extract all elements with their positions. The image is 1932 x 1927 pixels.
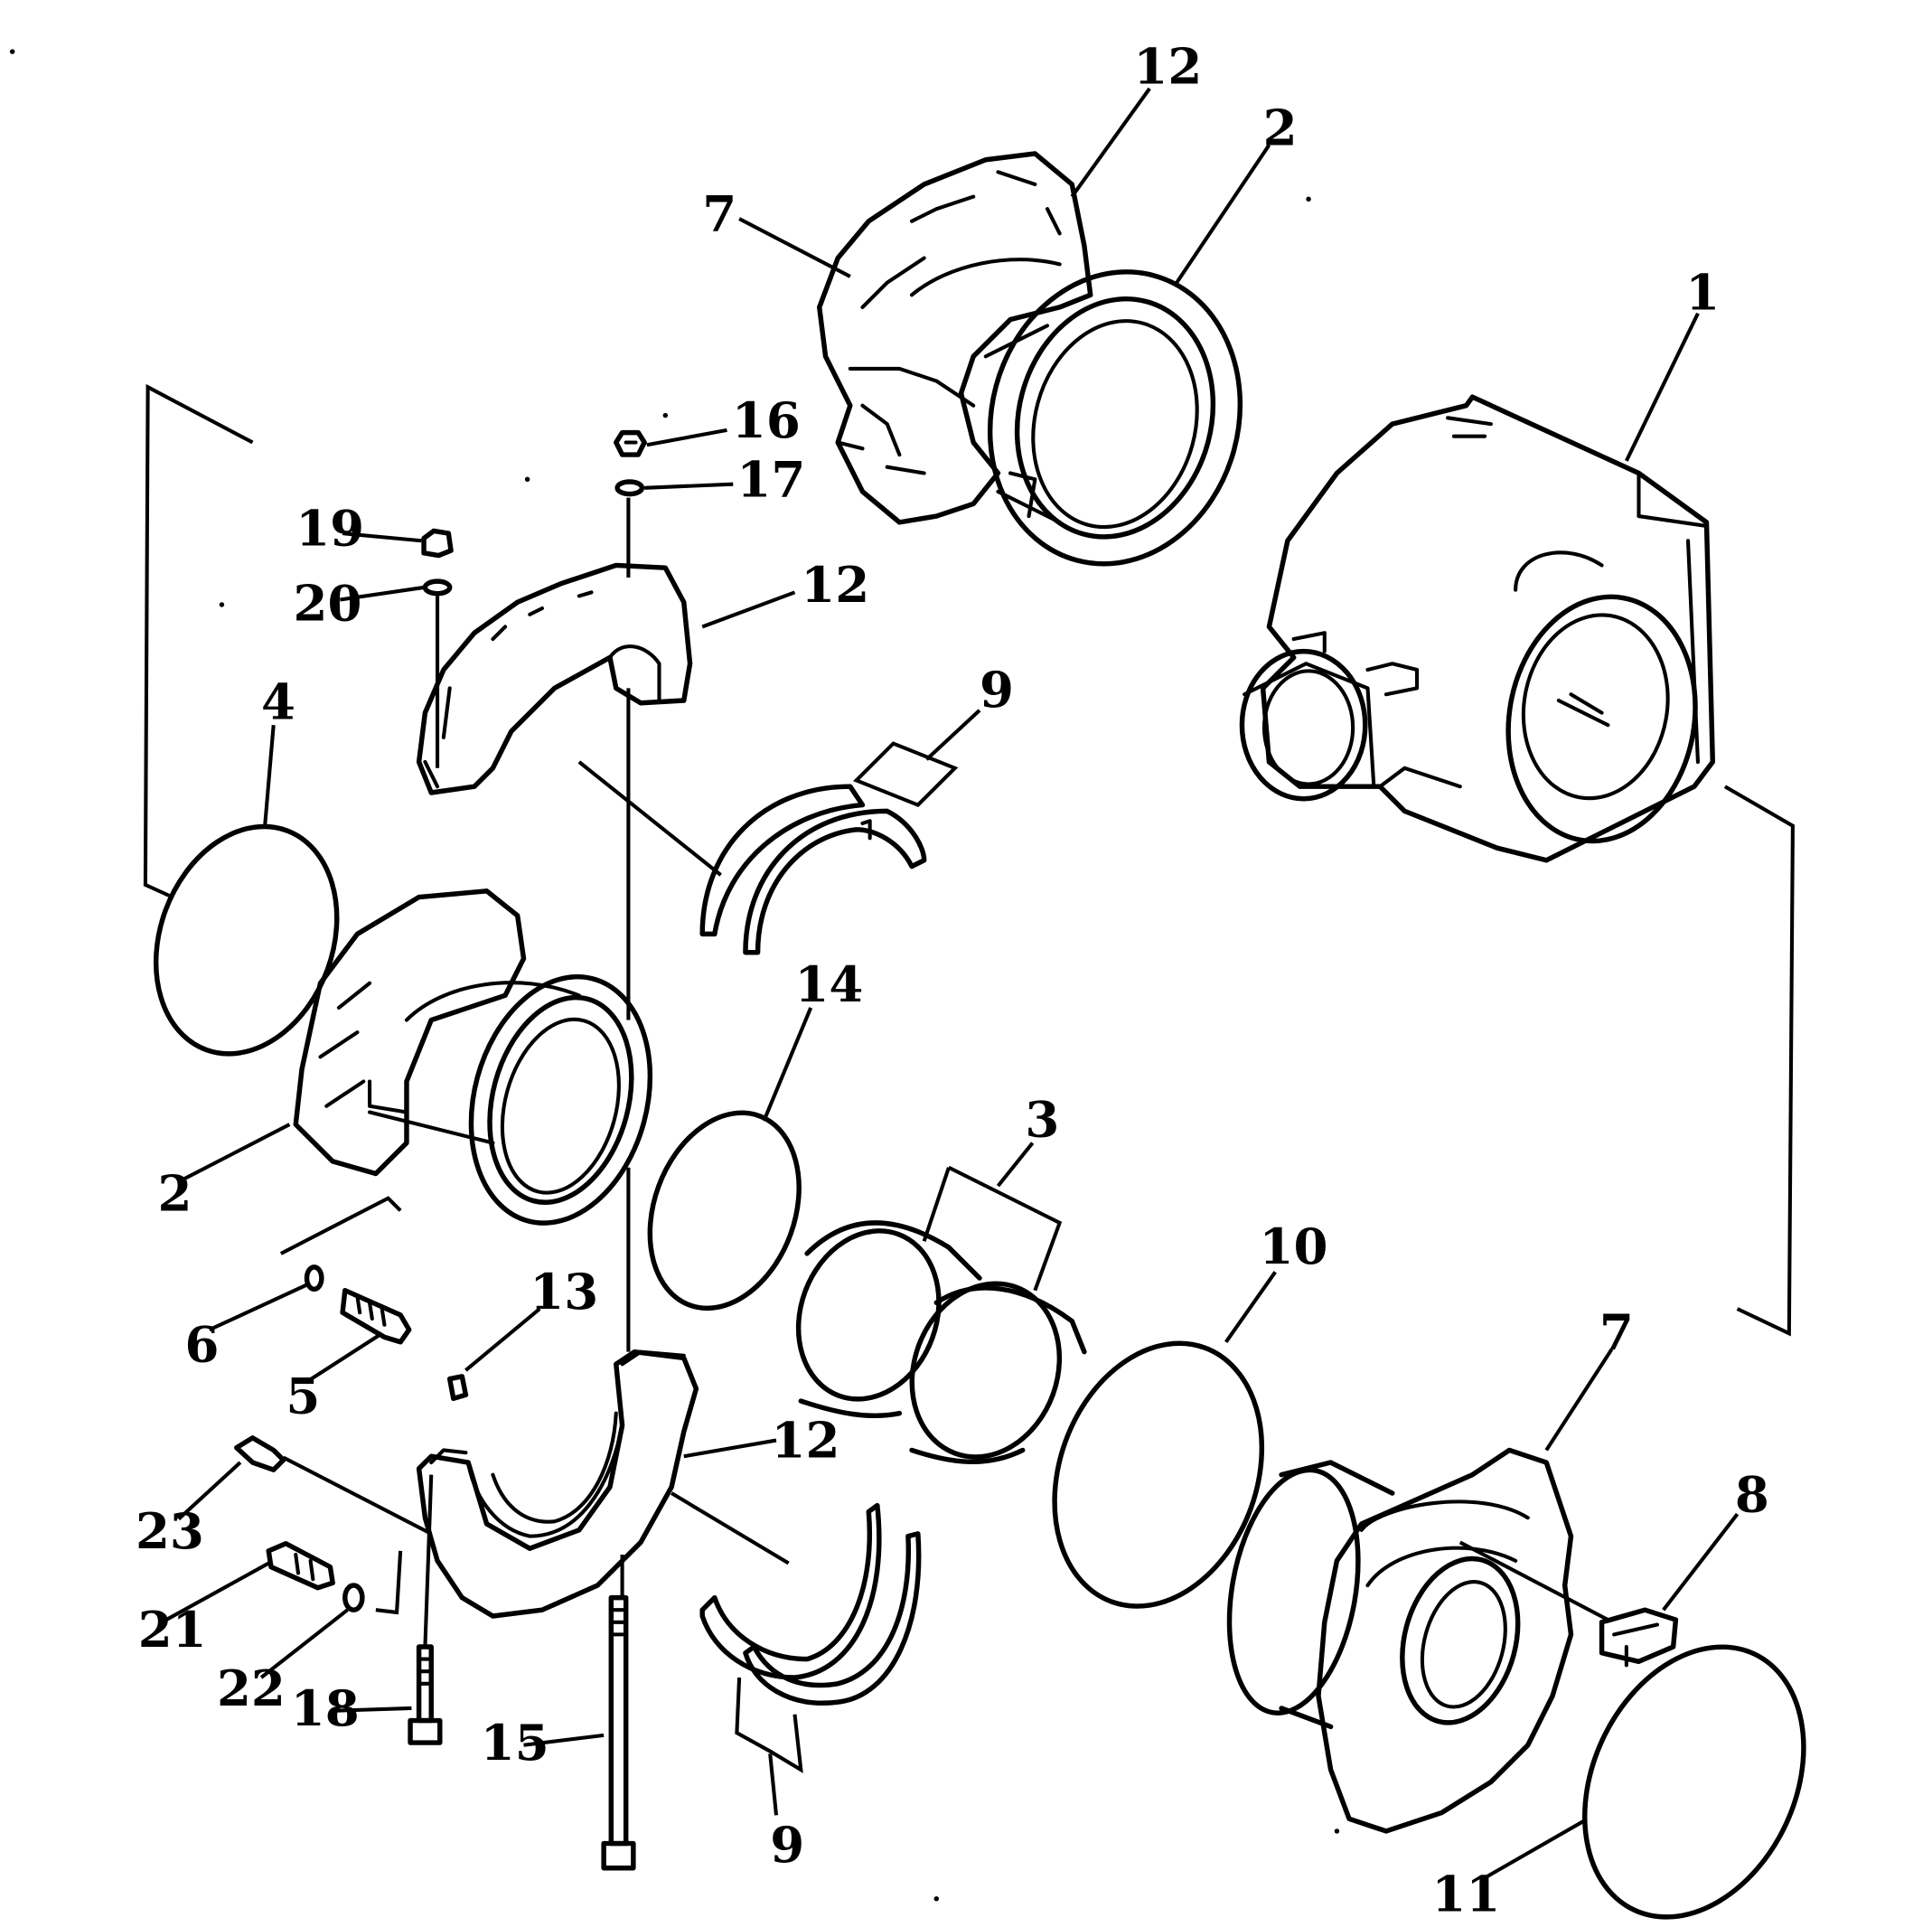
callout-23: 23 bbox=[136, 1502, 204, 1560]
callout-2-top: 2 bbox=[1263, 99, 1298, 157]
callout-2-left: 2 bbox=[158, 1164, 192, 1222]
part-5-bolt bbox=[340, 1287, 412, 1345]
part-19-nut bbox=[421, 528, 454, 559]
callout-21: 21 bbox=[138, 1601, 207, 1659]
callout-15: 15 bbox=[481, 1714, 549, 1772]
part-7-top-cage bbox=[817, 151, 1093, 525]
part-13-pin bbox=[446, 1374, 469, 1402]
part-11-o-ring bbox=[1582, 1644, 1806, 1920]
callout-17: 17 bbox=[736, 450, 805, 508]
part-2-left-carrier bbox=[293, 888, 653, 1226]
part-22-washer bbox=[342, 1583, 365, 1612]
callout-labels: 12 2 7 1 16 17 19 20 12 9 4 14 3 2 10 6 … bbox=[136, 38, 1769, 1923]
part-17-washer bbox=[614, 479, 645, 497]
callout-8: 8 bbox=[1735, 1465, 1769, 1523]
callout-12-bottom: 12 bbox=[772, 1412, 840, 1470]
grouping-lines bbox=[143, 383, 1795, 1622]
part-23-bolt bbox=[234, 1435, 286, 1472]
part-16-nut bbox=[614, 429, 647, 457]
part-6-washer bbox=[304, 1264, 324, 1292]
callout-16: 16 bbox=[732, 391, 801, 449]
part-1-housing bbox=[1239, 394, 1716, 863]
scan-specks bbox=[9, 49, 1340, 1902]
part-4-o-ring bbox=[153, 823, 340, 1057]
part-9-upper-shims bbox=[699, 784, 927, 955]
part-8-plug bbox=[1599, 1607, 1679, 1668]
part-21-bolt bbox=[266, 1541, 335, 1591]
part-10-o-ring bbox=[1052, 1340, 1265, 1609]
callout-10: 10 bbox=[1260, 1217, 1328, 1275]
callout-13: 13 bbox=[530, 1263, 598, 1321]
part-14-o-ring bbox=[647, 1110, 802, 1311]
callout-3: 3 bbox=[1025, 1091, 1059, 1149]
part-15-long-bolt bbox=[601, 1594, 636, 1871]
callout-1: 1 bbox=[1685, 264, 1720, 322]
callout-20: 20 bbox=[294, 575, 362, 633]
callout-11: 11 bbox=[1431, 1865, 1500, 1922]
callout-14: 14 bbox=[794, 955, 863, 1013]
callout-9-top: 9 bbox=[980, 661, 1014, 719]
callout-18: 18 bbox=[291, 1679, 360, 1737]
callout-9-bottom: 9 bbox=[770, 1816, 804, 1874]
callout-5: 5 bbox=[286, 1368, 320, 1425]
callout-7-top: 7 bbox=[702, 185, 736, 243]
callout-6: 6 bbox=[185, 1316, 220, 1374]
part-18-bolt bbox=[408, 1644, 443, 1745]
callout-22: 22 bbox=[217, 1659, 286, 1717]
part-20-washer bbox=[422, 578, 453, 597]
assembly-axis-line bbox=[423, 497, 631, 1648]
part-7-bottom-cage bbox=[1226, 1447, 1574, 1834]
part-3-bushings bbox=[795, 1220, 1087, 1464]
part-12-lower-cap bbox=[416, 1349, 699, 1619]
callout-7-bottom: 7 bbox=[1599, 1303, 1634, 1361]
part-9-lower-shims bbox=[699, 1502, 922, 1706]
part-2-top-carrier bbox=[983, 269, 1243, 567]
callout-19: 19 bbox=[295, 500, 364, 558]
callout-12-mid: 12 bbox=[801, 556, 869, 614]
part-12-upper-cap bbox=[416, 562, 693, 795]
callout-4: 4 bbox=[261, 672, 295, 730]
callout-leaders bbox=[165, 87, 1740, 1880]
callout-12-top: 12 bbox=[1133, 38, 1202, 96]
